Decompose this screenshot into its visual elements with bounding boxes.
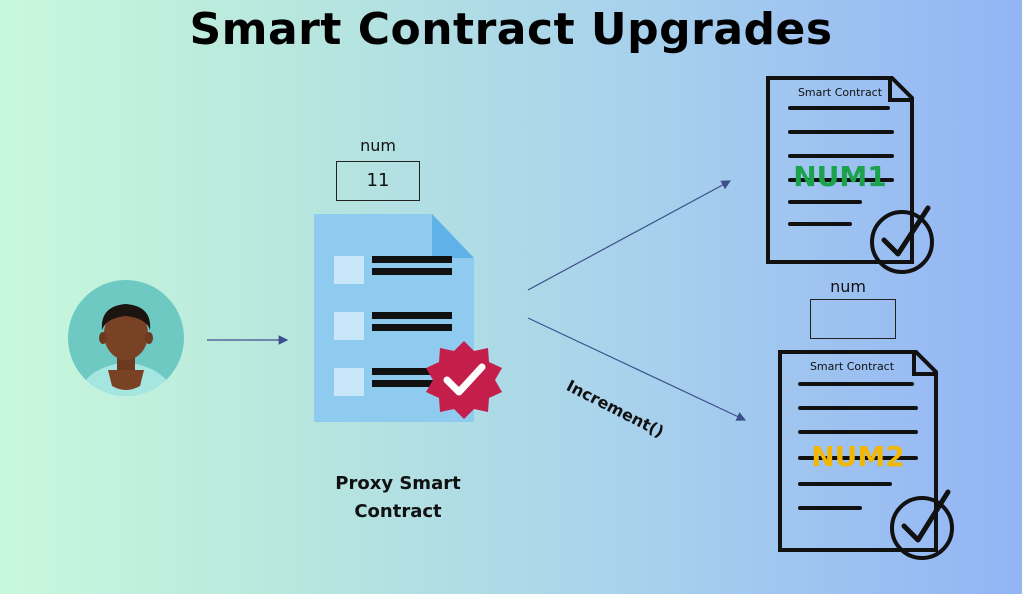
contract-v2-icon bbox=[778, 350, 954, 560]
contract-v1-header: Smart Contract bbox=[798, 86, 883, 99]
contract-v1-icon bbox=[766, 76, 934, 274]
contract-v2-variable-label: num bbox=[830, 277, 866, 296]
proxy-variable-label: num bbox=[360, 136, 396, 155]
contract-v2-header: Smart Contract bbox=[810, 360, 895, 373]
proxy-caption-line1: Proxy Smart bbox=[335, 473, 461, 494]
proxy-variable-box: 11 bbox=[336, 161, 420, 201]
verified-badge-icon bbox=[426, 341, 502, 419]
user-avatar bbox=[68, 280, 184, 396]
proxy-caption-line2: Contract bbox=[354, 501, 442, 522]
contract-v2-variable-box bbox=[810, 299, 896, 339]
arrow-proxy-to-contract-v1 bbox=[527, 180, 732, 291]
arrow-proxy-to-contract-v2 bbox=[527, 317, 747, 421]
contract-v1-name: NUM1 bbox=[793, 160, 887, 193]
contract-v2-name: NUM2 bbox=[811, 440, 905, 473]
proxy-caption: Proxy Smart Contract bbox=[318, 470, 478, 526]
diagram-title: Smart Contract Upgrades bbox=[189, 4, 833, 55]
